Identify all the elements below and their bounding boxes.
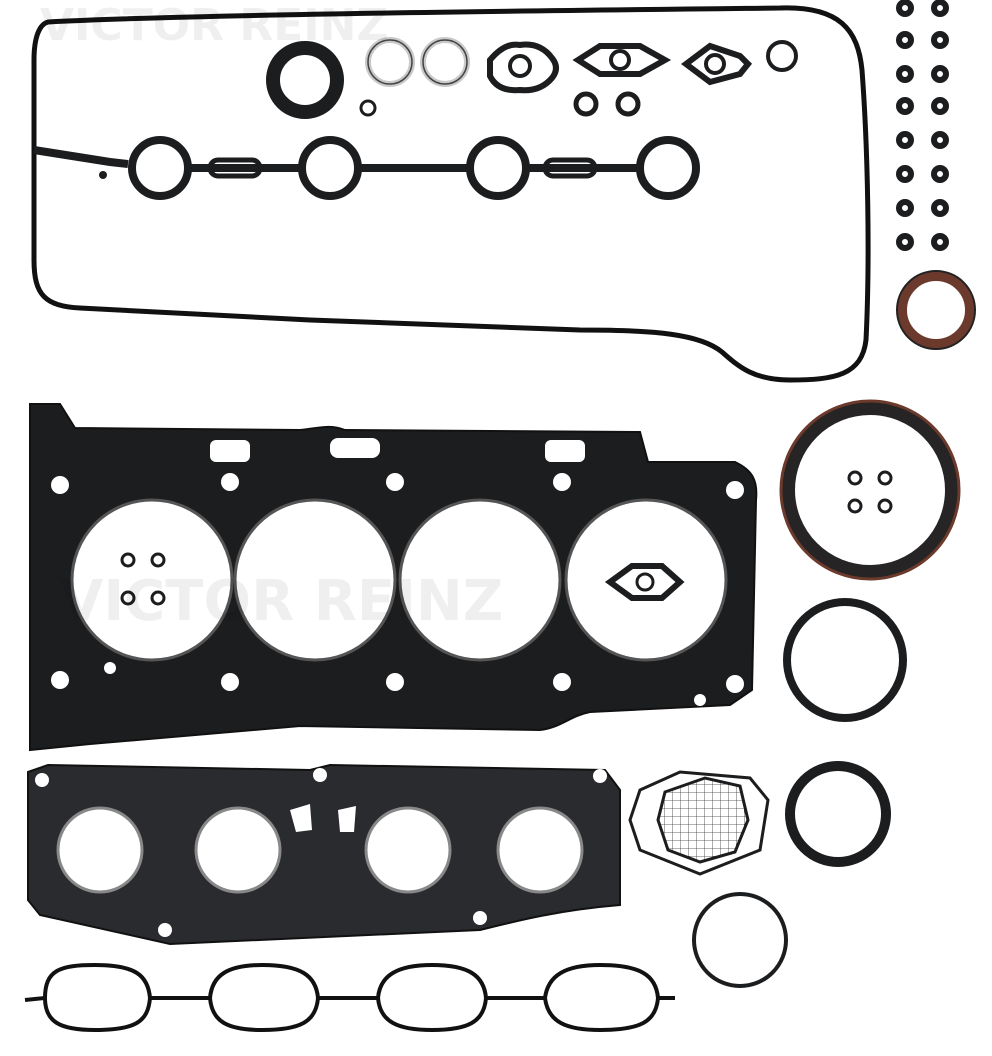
thermostat-o-ring (692, 892, 788, 988)
exhaust-manifold-gasket (27, 763, 621, 946)
watermark-middle: VICTOR REINZ (60, 569, 503, 634)
spark-plug-seal-strip (33, 136, 700, 200)
small-o-rings-cluster-left (120, 552, 166, 606)
valve-cover-gasket (31, 5, 871, 383)
water-outlet-gasket (604, 563, 685, 601)
camshaft-seal (897, 271, 975, 349)
crankshaft-front-seal (785, 761, 891, 867)
intake-manifold-gasket (24, 962, 675, 1033)
top-small-seals (266, 37, 798, 119)
watermark-top: VICTOR REINZ (40, 0, 388, 51)
cylinder-head-gasket (29, 403, 758, 752)
rear-main-seal (779, 399, 961, 581)
timing-cover-seal (783, 598, 907, 722)
valve-stem-seals (896, 0, 949, 251)
throttle-body-gasket (628, 770, 770, 876)
